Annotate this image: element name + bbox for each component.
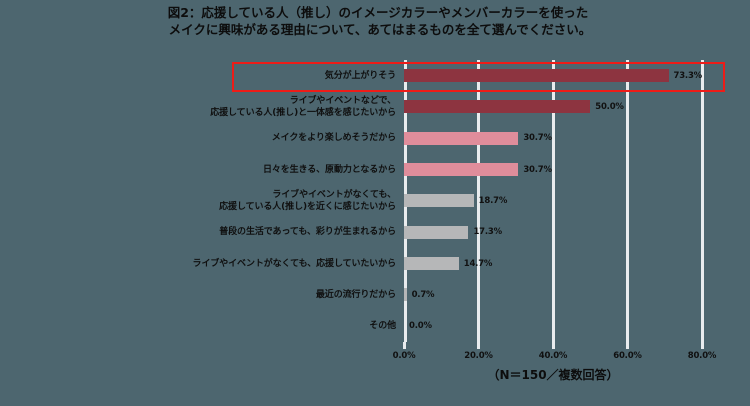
bar	[404, 257, 459, 271]
bar-value-label: 0.0%	[409, 321, 432, 332]
gridline	[626, 60, 629, 342]
bar	[404, 131, 519, 145]
x-tick-label: 60.0%	[613, 351, 642, 361]
bar-row: 50.0%	[404, 91, 702, 122]
bar-row: 30.7%	[404, 154, 702, 185]
plot-area: 73.3% 50.0% 30.7% 30.7% 18.7% 17.3% 14.7% 0.7% 0…	[404, 60, 704, 342]
bar-value-label: 17.3%	[473, 227, 502, 238]
bar-value-label: 0.7%	[411, 289, 435, 300]
bar-value-label: 50.0%	[595, 101, 624, 112]
category-label: その他	[369, 321, 396, 332]
bar-row: 18.7%	[404, 185, 702, 216]
chart-title-line-2: メイクに興味がある理由について、あてはまるものを全て選んでください。	[168, 22, 592, 37]
x-tick-label: 80.0%	[687, 351, 717, 361]
sample-size-note: （N＝150／複数回答）	[487, 368, 619, 382]
x-tick-mark	[402, 342, 406, 349]
category-label: メイクをより楽しめそうだから	[271, 133, 396, 144]
bar	[404, 163, 519, 177]
category-label: 普段の生活であっても、彩りが生まれるから	[219, 227, 396, 238]
bar-value-label: 30.7%	[523, 133, 552, 144]
x-tick-label: 40.0%	[538, 351, 568, 361]
category-label: ライブやイベントなどで、応援している人(推し)と一体感を感じたいから	[210, 96, 396, 118]
bar-row: 30.7%	[404, 123, 702, 154]
chart-title-line-1: 図2：応援している人（推し）のイメージカラーやメンバーカラーを使った	[167, 5, 589, 20]
x-axis-ticks: 0.0% 20.0% 40.0% 60.0% 80.0%	[393, 342, 716, 362]
x-tick-mark	[626, 342, 629, 349]
gridline	[700, 60, 704, 342]
bar	[404, 288, 407, 302]
category-label: 最近の流行りだから	[315, 290, 396, 300]
bar-value-label: 30.7%	[523, 164, 552, 175]
category-axis-labels: 気分が上がりそうライブやイベントなどで、応援している人(推し)と一体感を感じたい…	[8, 60, 400, 342]
category-label: 気分が上がりそう	[324, 70, 396, 81]
bar-row: 73.3%	[404, 60, 702, 91]
x-tick-label: 0.0%	[392, 351, 416, 361]
x-tick-mark	[477, 342, 480, 349]
category-label: ライブやイベントがなくても、応援していたいから	[192, 258, 397, 269]
category-label: 日々を生きる、原動力となるから	[262, 164, 396, 175]
x-tick-mark	[700, 342, 704, 349]
x-tick-mark	[551, 342, 555, 349]
gridline	[551, 60, 555, 342]
bar-row: 17.3%	[404, 217, 702, 248]
x-tick-label: 20.0%	[464, 351, 493, 361]
bar-value-label: 73.3%	[673, 70, 703, 81]
bar	[404, 100, 591, 114]
category-label: ライブやイベントがなくても、応援している人(推し)を近くに感じたいから	[219, 190, 396, 212]
bar-row: 14.7%	[404, 248, 702, 279]
bar	[404, 194, 474, 208]
gridline	[477, 60, 480, 342]
bar	[404, 69, 669, 83]
bar	[404, 225, 469, 239]
bar-value-label: 14.7%	[463, 258, 493, 269]
bar-value-label: 18.7%	[478, 195, 508, 206]
bar-row: 0.0%	[404, 311, 702, 342]
bar-row: 0.7%	[404, 279, 702, 310]
chart-title: 図2：応援している人（推し）のイメージカラーやメンバーカラーを使った メイクに興…	[0, 4, 750, 38]
